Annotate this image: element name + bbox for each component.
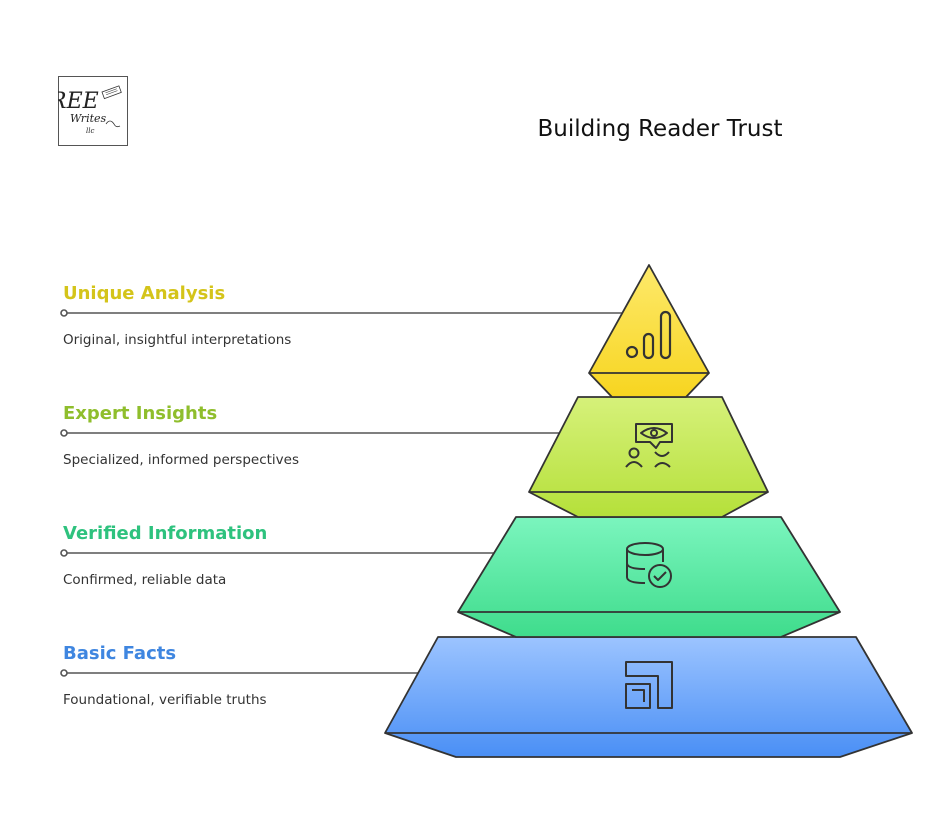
layer-title-unique-analysis: Unique Analysis — [63, 283, 226, 304]
svg-text:Writes: Writes — [70, 112, 107, 125]
foundation-frame-icon — [625, 661, 673, 709]
layer-basic-facts-shape — [384, 636, 913, 758]
layer-verified-information — [457, 516, 841, 638]
layer-title-verified-information: Verified Information — [63, 523, 268, 544]
expert-eye-icon — [625, 423, 673, 468]
layer-desc-basic-facts: Foundational, verifiable truths — [63, 692, 267, 708]
layer-desc-unique-analysis: Original, insightful interpretations — [63, 332, 292, 348]
page-title: Building Reader Trust — [537, 116, 783, 142]
layer-basic-facts — [384, 636, 913, 758]
layer-unique-analysis — [588, 264, 710, 398]
database-check-icon — [626, 542, 672, 588]
layer-title-basic-facts: Basic Facts — [63, 643, 177, 664]
layer-expert-insights — [528, 396, 769, 518]
connector-dot-3 — [60, 669, 68, 677]
layer-desc-verified-information: Confirmed, reliable data — [63, 572, 227, 588]
layer-unique-analysis-shape — [588, 264, 710, 398]
svg-text:llc: llc — [86, 127, 94, 135]
svg-text:REE: REE — [58, 89, 99, 114]
connector-dot-1 — [60, 429, 68, 437]
connector-dot-0 — [60, 309, 68, 317]
layer-title-expert-insights: Expert Insights — [63, 403, 218, 424]
bar-chart-icon — [625, 310, 672, 360]
connector-lines — [60, 309, 622, 677]
ree-writes-logo: REE Writes llc — [58, 76, 128, 146]
layer-expert-insights-shape — [528, 396, 769, 518]
layer-desc-expert-insights: Specialized, informed perspectives — [63, 452, 300, 468]
connector-dot-2 — [60, 549, 68, 557]
